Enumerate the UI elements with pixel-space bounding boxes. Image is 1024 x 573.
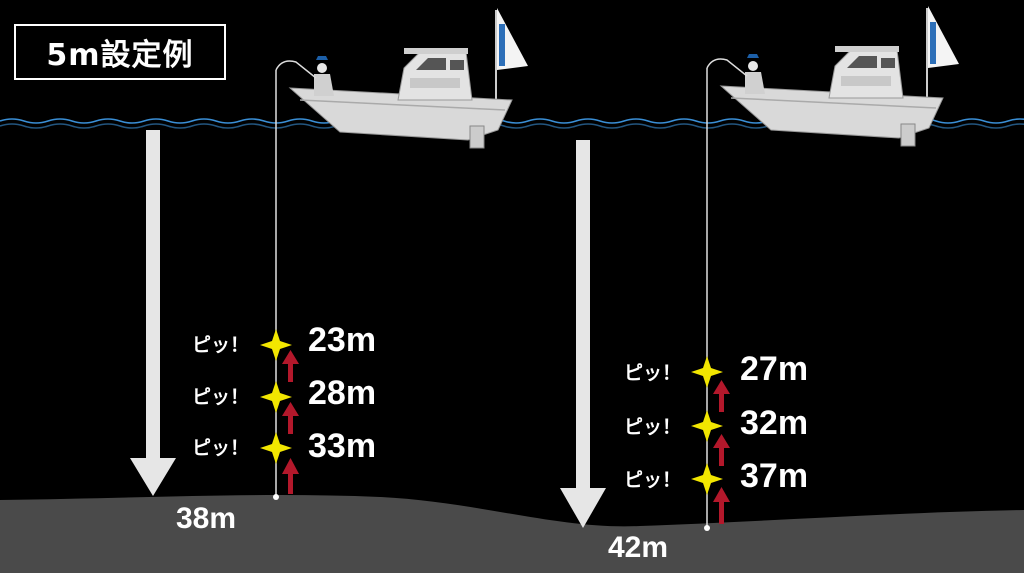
bottom-depth-label: 38m <box>176 502 237 535</box>
beep-label: ピッ！ <box>624 362 682 384</box>
sinker <box>273 494 279 500</box>
depth-arrow-down <box>560 140 606 528</box>
seabed <box>0 495 1024 573</box>
angler-icon <box>745 54 765 94</box>
up-arrow-icon <box>282 402 299 434</box>
beep-label: ピッ！ <box>624 469 682 491</box>
depth-label: 23m <box>308 321 377 359</box>
beep-label: ピッ！ <box>192 386 250 408</box>
flash-star-icon <box>260 381 292 413</box>
depth-label: 27m <box>740 350 809 388</box>
beep-label: ピッ！ <box>192 437 250 459</box>
flash-star-icon <box>260 329 292 361</box>
depth-label: 32m <box>740 404 809 442</box>
up-arrow-icon <box>282 458 299 494</box>
beep-label: ピッ！ <box>192 334 250 356</box>
depth-label: 28m <box>308 374 377 412</box>
flash-star-icon <box>691 410 723 442</box>
flash-star-icon <box>691 356 723 388</box>
up-arrow-icon <box>713 434 730 466</box>
depth-arrow-down <box>130 130 176 496</box>
depth-label: 37m <box>740 457 809 495</box>
up-arrow-icon <box>282 350 299 382</box>
bottom-depth-label: 42m <box>608 531 669 564</box>
sinker <box>704 525 710 531</box>
boat-icon <box>706 6 959 147</box>
angler-icon <box>314 56 334 96</box>
up-arrow-icon <box>713 487 730 524</box>
flash-star-icon <box>260 432 292 464</box>
depth-label: 33m <box>308 427 377 465</box>
boat-icon <box>275 8 528 149</box>
page-title: 5m設定例 <box>14 24 226 80</box>
beep-label: ピッ！ <box>624 416 682 438</box>
up-arrow-icon <box>713 380 730 412</box>
flash-star-icon <box>691 463 723 495</box>
